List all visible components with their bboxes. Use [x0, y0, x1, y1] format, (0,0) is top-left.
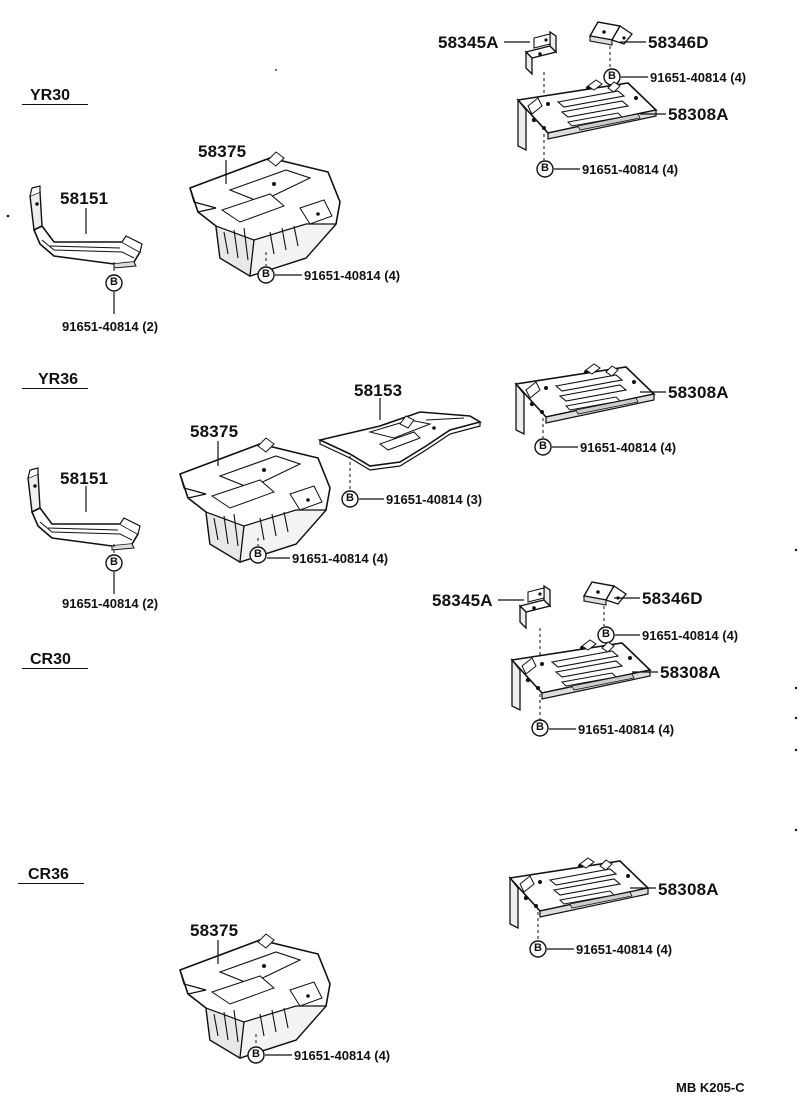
- part-label-58151: 58151: [60, 189, 109, 208]
- part-label-58375: 58375: [190, 921, 239, 940]
- bolt-symbol: B: [536, 721, 544, 733]
- part-label-58308a: 58308A: [668, 105, 729, 124]
- bolt-label: 91651-40814 (3): [386, 492, 483, 507]
- figure-code: MB K205-C: [676, 1080, 745, 1095]
- bolt-label: 91651-40814 (4): [294, 1048, 391, 1063]
- bolt-symbol: B: [110, 276, 118, 288]
- bolt-symbol: B: [346, 492, 354, 504]
- bolt-symbol: B: [254, 548, 262, 560]
- part-label-58375: 58375: [198, 142, 247, 161]
- bolt-symbol: B: [602, 628, 610, 640]
- bolt-symbol: B: [541, 162, 549, 174]
- bolt-label: 91651-40814 (4): [576, 942, 673, 957]
- yr30-group: [29, 21, 666, 314]
- section-underline: [22, 388, 88, 389]
- bolt-label: 91651-40814 (4): [292, 551, 389, 566]
- section-underline: [22, 668, 88, 669]
- bolt-label: 91651-40814 (4): [304, 268, 401, 283]
- bolt-label: 91651-40814 (4): [650, 70, 747, 85]
- bolt-symbol: B: [262, 268, 270, 280]
- section-label-yr36: YR36: [38, 371, 79, 388]
- part-label-58345a: 58345A: [432, 591, 493, 610]
- part-label-58375: 58375: [190, 422, 239, 441]
- section-label-cr36: CR36: [28, 866, 69, 883]
- part-label-58153: 58153: [354, 381, 403, 400]
- bolt-label: 91651-40814 (4): [578, 722, 675, 737]
- part-label-58346d: 58346D: [648, 33, 709, 52]
- section-underline: [22, 104, 88, 105]
- section-label-cr30: CR30: [30, 651, 71, 668]
- bolt-label: 91651-40814 (2): [62, 596, 159, 611]
- bolt-symbol: B: [110, 556, 118, 568]
- bolt-label: 91651-40814 (4): [642, 628, 739, 643]
- section-underline: [18, 883, 84, 884]
- section-label-yr30: YR30: [30, 87, 71, 104]
- part-label-58151: 58151: [60, 469, 109, 488]
- part-label-58308a: 58308A: [660, 663, 721, 682]
- bolt-label: 91651-40814 (2): [62, 319, 159, 334]
- bolt-symbol: B: [608, 70, 616, 82]
- part-label-58346d: 58346D: [642, 589, 703, 608]
- cr36-group: [179, 857, 656, 1064]
- bolt-symbol: B: [534, 942, 542, 954]
- bolt-symbol: B: [252, 1048, 260, 1060]
- yr36-group: [27, 363, 666, 594]
- part-label-58308a: 58308A: [658, 880, 719, 899]
- part-label-58345a: 58345A: [438, 33, 499, 52]
- cr30-group: [498, 581, 658, 737]
- bolt-label: 91651-40814 (4): [582, 162, 679, 177]
- bolt-symbol: B: [539, 440, 547, 452]
- bolt-label: 91651-40814 (4): [580, 440, 677, 455]
- part-label-58308a: 58308A: [668, 383, 729, 402]
